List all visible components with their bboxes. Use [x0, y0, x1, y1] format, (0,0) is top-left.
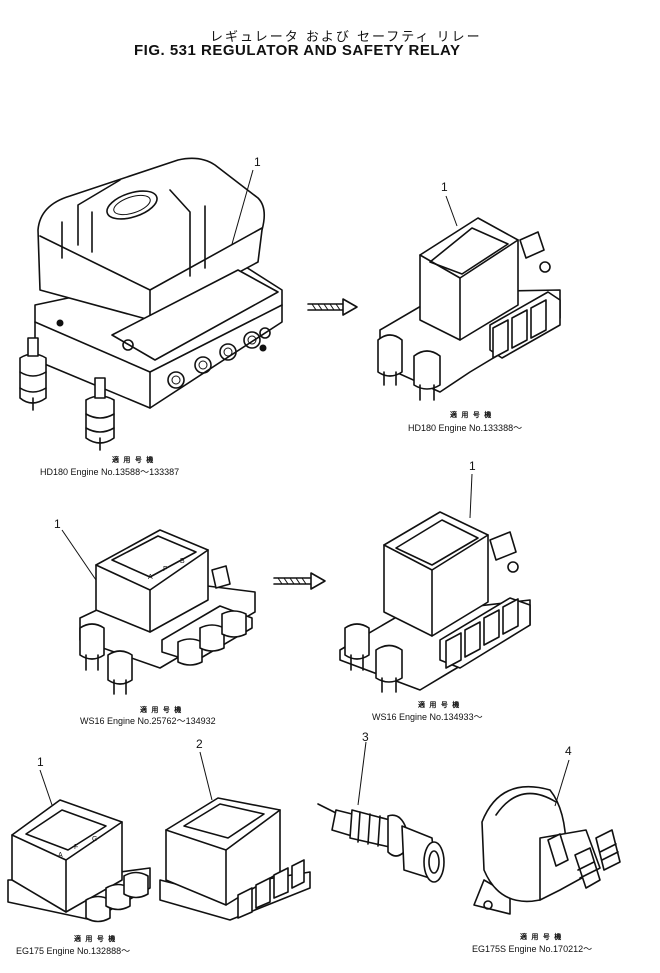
callout-number: 4: [565, 744, 572, 758]
engine-range-caption: EG175 Engine No.132888～: [16, 946, 131, 956]
callout-number: 1: [469, 459, 476, 473]
safety-relay-part-4: [473, 759, 621, 915]
transition-arrow: [273, 572, 326, 590]
terminal-mark: A: [58, 852, 63, 859]
callout-number: 1: [441, 180, 448, 194]
callout-number: 2: [196, 737, 203, 751]
regulator-hd180-old: [19, 157, 283, 451]
figure-title-japanese: レギュレータ および セーフティ リレー: [210, 30, 482, 45]
applicable-label: 適 用 号 機: [74, 935, 117, 943]
regulator-ws16-old: [61, 529, 256, 695]
regulator-part-2: [159, 751, 311, 921]
engine-range-caption: WS16 Engine No.134933～: [372, 712, 483, 722]
callout-number: 3: [362, 730, 369, 744]
regulator-ws16-new: [339, 473, 531, 693]
applicable-label: 適 用 号 機: [450, 411, 493, 419]
terminal-mark: F: [74, 844, 79, 851]
engine-range-caption: HD180 Engine No.133388～: [408, 423, 523, 433]
regulator-hd180-new: [377, 195, 561, 401]
applicable-label: 適 用 号 機: [520, 933, 563, 941]
figure-title: FIG. 531 REGULATOR AND SAFETY RELAY: [134, 42, 461, 59]
callout-number: 1: [54, 517, 61, 531]
applicable-label: 適 用 号 機: [418, 701, 461, 709]
terminal-mark: B: [180, 558, 185, 565]
terminal-mark: G: [92, 836, 98, 843]
engine-range-caption: WS16 Engine No.25762～134932: [80, 716, 216, 726]
safety-switch-part-3: [317, 741, 445, 883]
transition-arrow: [307, 298, 358, 316]
terminal-mark: A: [148, 574, 153, 581]
applicable-label: 適 用 号 機: [140, 706, 183, 714]
engine-range-caption: EG175S Engine No.170212～: [472, 944, 593, 954]
terminal-mark: F: [163, 566, 168, 573]
regulator-eg175: [7, 769, 151, 923]
engine-range-caption: HD180 Engine No.13588～133387: [40, 467, 180, 477]
callout-number: 1: [37, 755, 44, 769]
callout-number: 1: [254, 155, 261, 169]
applicable-label: 適 用 号 機: [112, 456, 155, 464]
